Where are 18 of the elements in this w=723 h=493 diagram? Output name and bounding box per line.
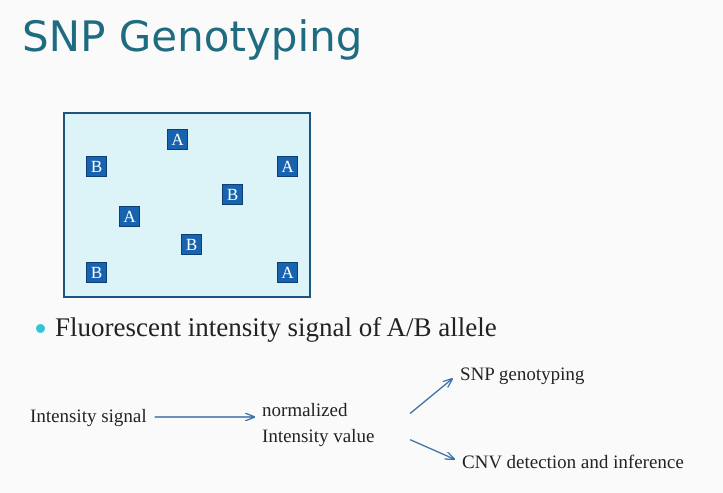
bullet-text: Fluorescent intensity signal of A/B allele — [55, 312, 497, 343]
allele-square: A — [277, 262, 298, 283]
slide-title: SNP Genotyping — [22, 12, 362, 61]
step-text: Intensity signal — [30, 404, 147, 430]
arrow — [154, 412, 256, 422]
allele-square: B — [86, 156, 107, 177]
step-text: SNP genotyping — [460, 362, 584, 388]
allele-square: A — [277, 156, 298, 177]
step-text: CNV detection and inference — [462, 450, 684, 476]
allele-square: B — [222, 184, 243, 205]
allele-square: A — [167, 129, 188, 150]
array-panel — [63, 112, 311, 298]
allele-square: A — [119, 206, 140, 227]
arrow — [410, 378, 454, 414]
allele-square: B — [181, 234, 202, 255]
allele-square: B — [86, 262, 107, 283]
step-text: normalized Intensity value — [262, 398, 402, 450]
arrow — [410, 438, 456, 460]
